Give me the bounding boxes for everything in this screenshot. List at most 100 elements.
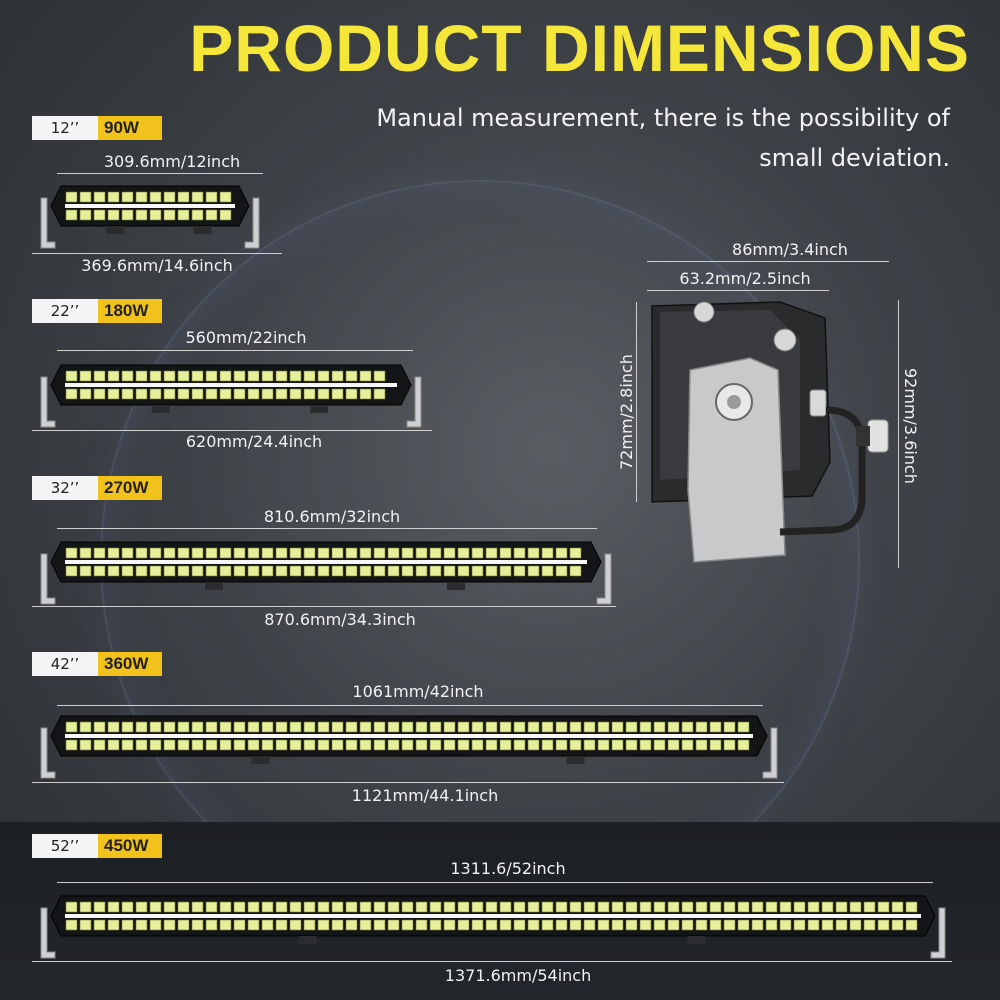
led-cell [205,565,218,577]
side-view-drawing [651,301,889,563]
led-cell [345,721,358,733]
led-cell [65,919,78,931]
led-cell [303,370,316,382]
led-cell [205,388,218,400]
led-cell [387,565,400,577]
led-cell [639,721,652,733]
page-title: PRODUCT DIMENSIONS [189,11,970,85]
power-cable [779,406,866,536]
led-cell [541,919,554,931]
led-cell [65,209,78,221]
size-label: 52’’ [32,834,98,858]
led-cell [303,547,316,559]
mount-foot-right [762,727,778,779]
led-cell [429,739,442,751]
size-label: 32’’ [32,476,98,500]
led-cell [163,919,176,931]
led-cell [429,721,442,733]
led-cell [191,901,204,913]
led-cell [457,919,470,931]
outer-dimension-line [32,606,616,607]
led-cell [793,901,806,913]
led-cell [177,547,190,559]
led-cell [611,721,624,733]
led-cell [765,901,778,913]
led-cell [499,901,512,913]
led-cell [177,209,190,221]
led-cell [79,191,92,203]
product-tag-42: 42’’ 360W [32,652,162,676]
led-cell [345,919,358,931]
led-cell [163,191,176,203]
led-cell [429,919,442,931]
led-cell [93,721,106,733]
led-cell [471,547,484,559]
led-cell [457,721,470,733]
wattage-badge: 90W [98,116,162,140]
bottom-clip [566,756,585,764]
led-cell [219,191,232,203]
drl-strip [65,734,753,738]
outer-dimension-line [32,430,432,431]
mount-foot-right [930,907,946,959]
depth-inner-label: 63.2mm/2.5inch [679,269,811,288]
led-cell [275,739,288,751]
led-cell [751,919,764,931]
led-cell [107,388,120,400]
led-cell [261,919,274,931]
led-cell [485,901,498,913]
led-cell [905,919,918,931]
bolt-icon [773,328,797,352]
led-cell [681,739,694,751]
led-cell [345,388,358,400]
led-cell [65,721,78,733]
led-cell [191,191,204,203]
led-cell [373,919,386,931]
led-cell [555,721,568,733]
led-cell [569,901,582,913]
mount-foot-left [40,907,56,959]
led-cell [415,721,428,733]
light-bar-32 [40,541,612,605]
led-cell [79,565,92,577]
led-cell [163,721,176,733]
led-cell [359,565,372,577]
led-cell [331,901,344,913]
led-cell [219,739,232,751]
led-cell [65,739,78,751]
led-cell [135,370,148,382]
led-cell [583,919,596,931]
inner-dimension-line [57,350,413,351]
led-cell [611,919,624,931]
led-cell [639,919,652,931]
led-cell [387,547,400,559]
depth-inner-line [647,290,829,291]
led-cell [121,191,134,203]
led-cell [233,919,246,931]
led-cell [555,565,568,577]
outer-dimension-label: 620mm/24.4inch [185,432,323,451]
led-cell [135,919,148,931]
led-cell [835,919,848,931]
bracket-bolt-center [727,395,741,409]
led-cell [653,919,666,931]
led-cell [737,901,750,913]
led-cell [93,388,106,400]
led-cell [527,547,540,559]
led-cell [261,370,274,382]
led-cell [121,901,134,913]
led-cell [205,370,218,382]
led-cell [65,370,78,382]
led-cell [527,919,540,931]
led-cell [849,901,862,913]
led-cell [79,370,92,382]
led-cell [891,901,904,913]
led-cell [247,901,260,913]
led-cell [359,739,372,751]
led-cell [555,547,568,559]
led-cell [219,721,232,733]
led-cell [135,739,148,751]
led-cell [107,919,120,931]
led-cell [121,209,134,221]
led-cell [359,547,372,559]
